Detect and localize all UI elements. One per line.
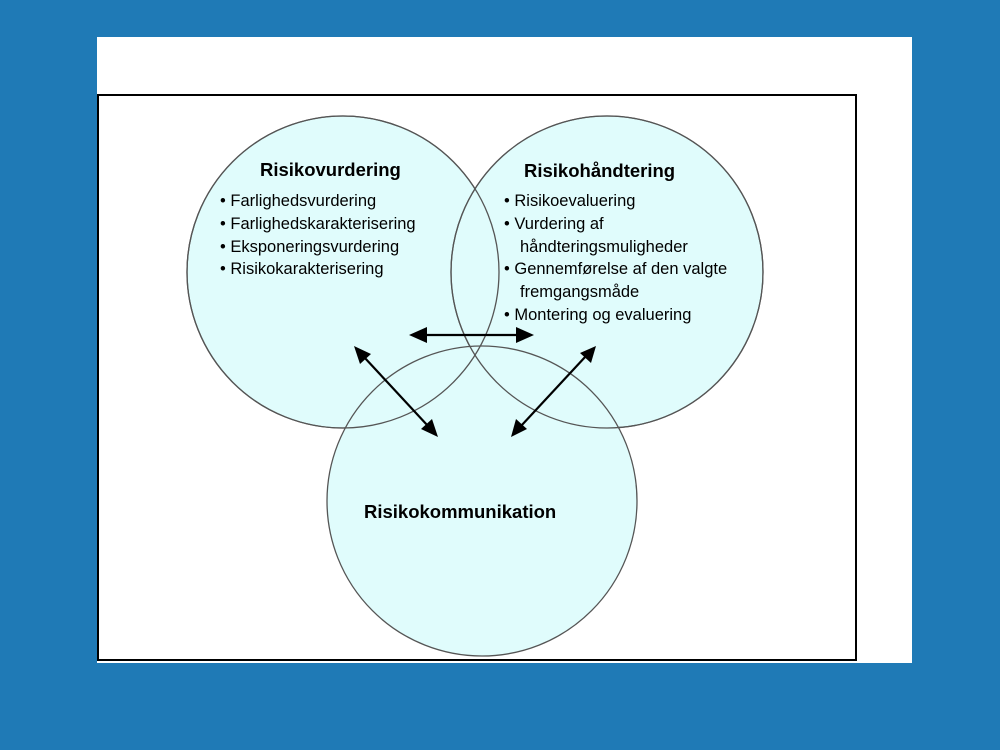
outline-risk-assessment <box>186 115 500 429</box>
risk-management-item: • Montering og evaluering <box>504 306 691 324</box>
risk-assessment-item: • Eksponeringsvurdering <box>220 238 399 256</box>
risk-management-item: • Gennemførelse af den valgte <box>504 260 727 278</box>
risk-management-item: • Vurdering af <box>504 215 604 233</box>
risk-management-item: håndteringsmuligheder <box>520 238 688 256</box>
double-arrow-horizontal <box>409 327 534 343</box>
double-arrow-left-diagonal <box>354 346 438 437</box>
outline-risk-management <box>450 115 764 429</box>
risk-management-item: • Risikoevaluering <box>504 192 635 210</box>
risk-assessment-item: • Farlighedskarakterisering <box>220 215 416 233</box>
risk-assessment-title: Risikovurdering <box>260 159 401 180</box>
risk-management-title: Risikohåndtering <box>524 160 675 181</box>
risk-assessment-item: • Farlighedsvurdering <box>220 192 376 210</box>
double-arrow-right-diagonal <box>511 346 596 437</box>
risk-communication-title: Risikokommunikation <box>364 501 556 522</box>
risk-management-item: fremgangsmåde <box>520 283 639 301</box>
risk-assessment-item: • Risikokarakterisering <box>220 260 384 278</box>
circle-risk-communication <box>326 345 638 657</box>
